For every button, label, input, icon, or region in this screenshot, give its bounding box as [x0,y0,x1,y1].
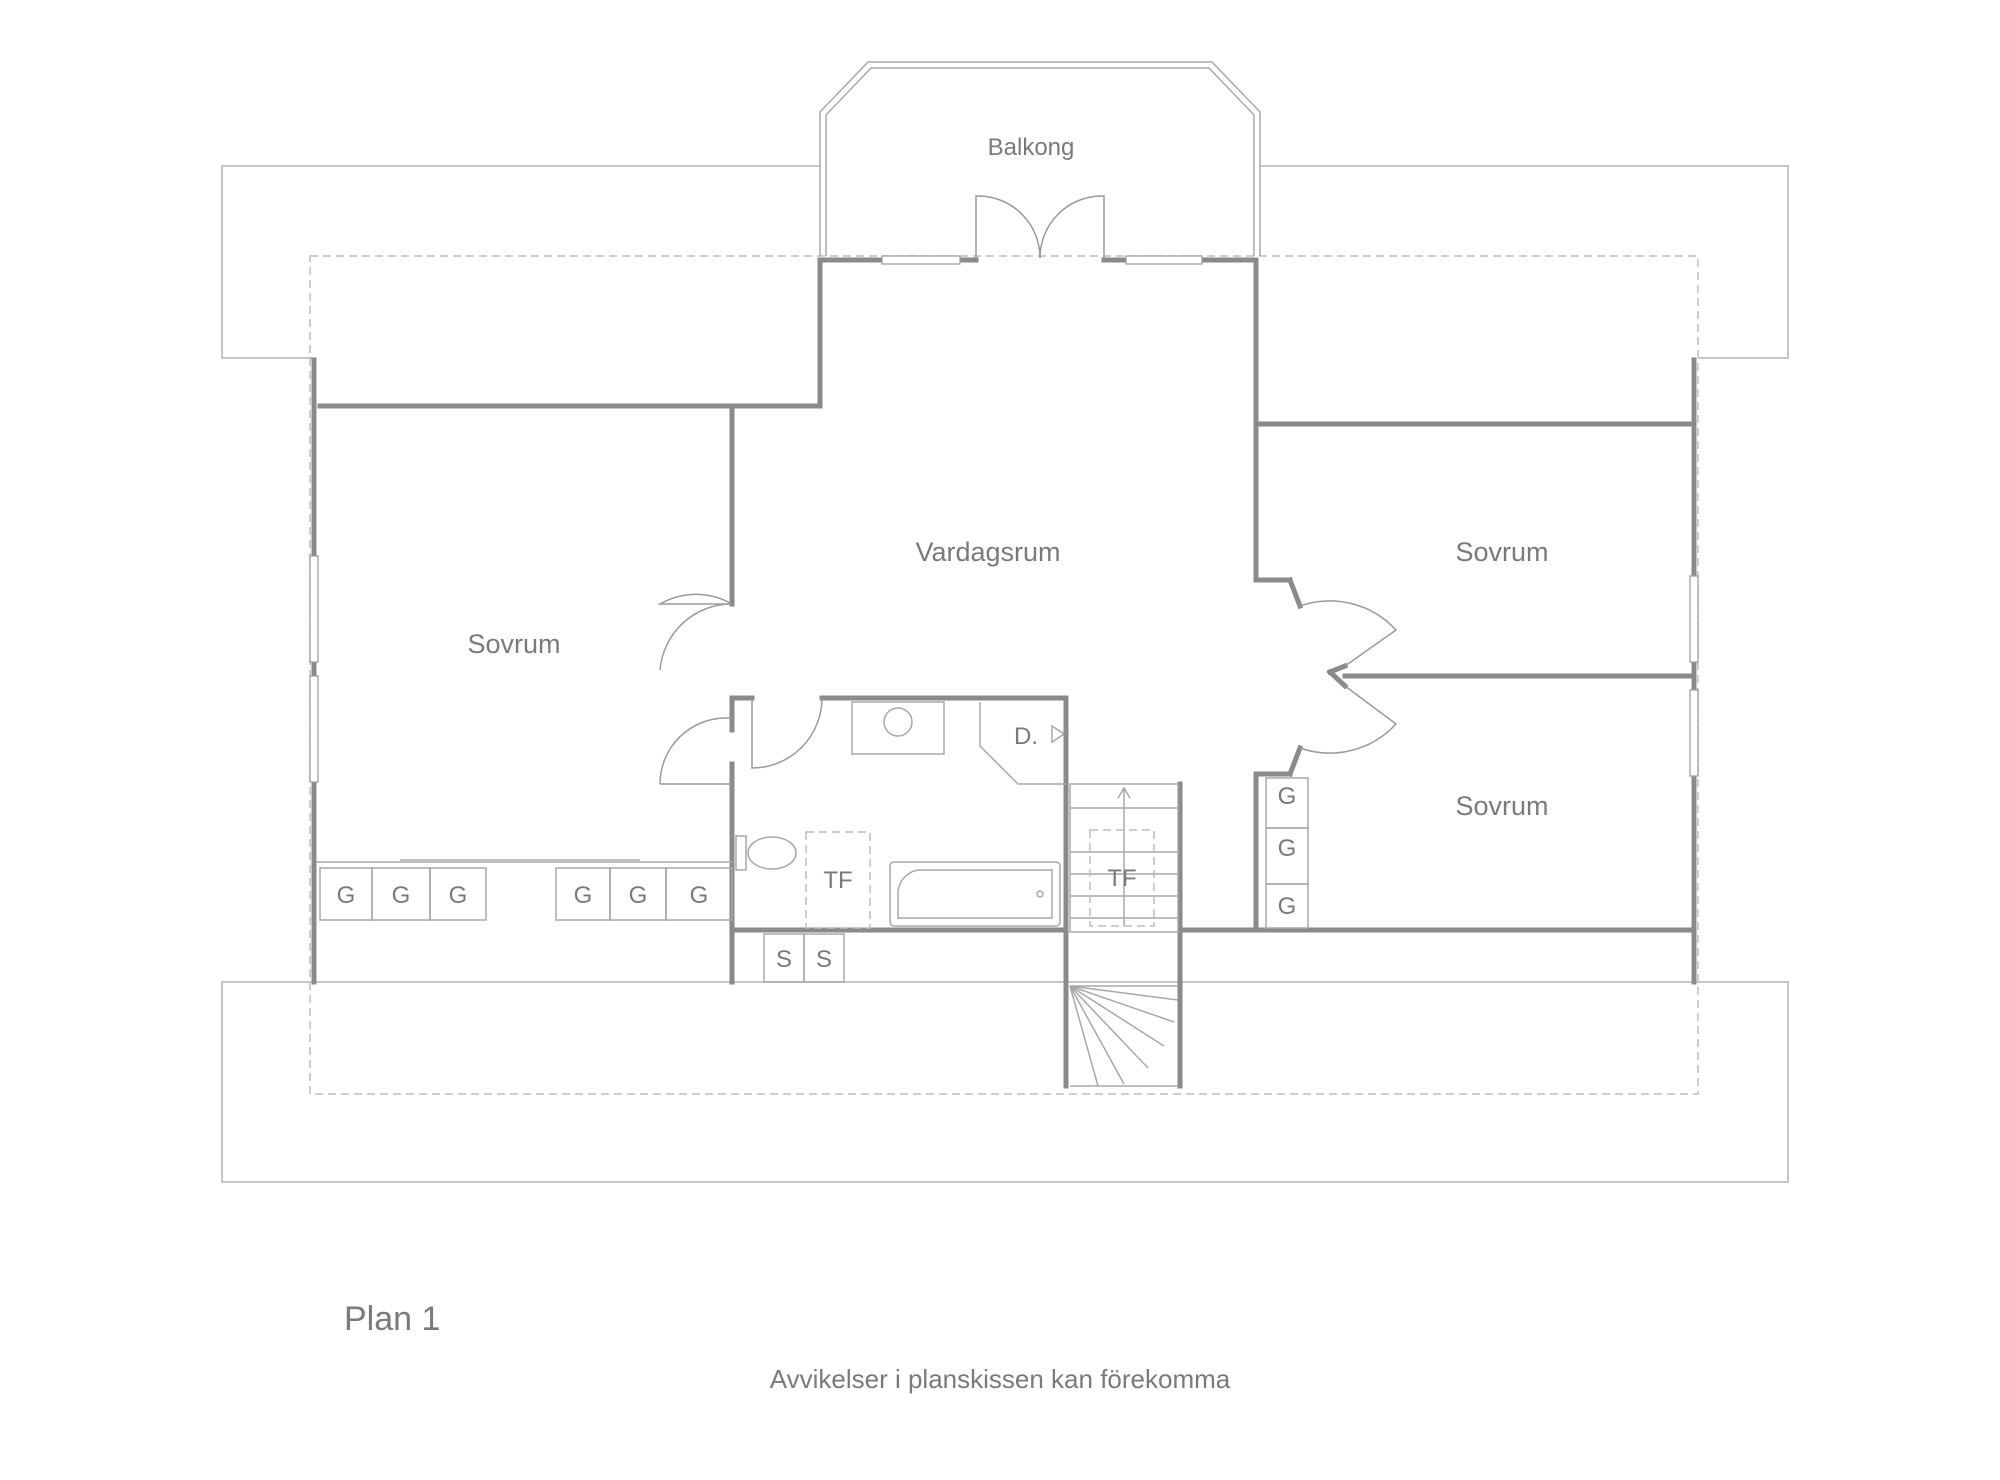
wardrobe-label: G [1278,783,1297,810]
storage-label: S [776,946,792,973]
bathtub [889,861,1061,927]
balcony-label: Balkong [988,134,1075,161]
right-top-bedroom-label: Sovrum [1455,537,1548,567]
balcony [819,61,1261,256]
wardrobe-label: G [574,882,593,909]
bath-dryer-label: TF [823,867,852,894]
bathroom-door [751,697,823,769]
right-wardrobe-column [1265,777,1309,929]
storage-label: S [816,946,832,973]
roof-outline [221,165,1789,1183]
wardrobe-label: G [392,882,411,909]
staircase [1069,783,1179,1087]
balcony-door [975,195,1105,259]
wardrobe-label: G [449,882,468,909]
left-wardrobe-row [319,867,487,921]
exterior-walls [311,257,1697,985]
wardrobe-label: G [629,882,648,909]
left-closet-door [659,717,732,785]
toilet [735,835,797,871]
left-bedroom-door [657,593,733,671]
stair-dryer-label: TF [1107,865,1136,892]
interior-walls [316,403,1697,1089]
disclaimer-note: Avvikelser i planskissen kan förekomma [769,1364,1231,1394]
wardrobe-label: G [690,882,709,909]
wardrobe-label: G [1278,893,1297,920]
wardrobe-label: G [337,882,356,909]
wardrobe-label: G [1278,835,1297,862]
dishwasher-label: D. [1014,723,1038,750]
right-bottom-bedroom-label: Sovrum [1455,791,1548,821]
right-bedroom-bottom-door [1299,685,1398,754]
bath-dryer-area [805,831,871,929]
middle-wardrobe-row [555,867,733,921]
left-bedroom-label: Sovrum [467,629,560,659]
plan-title: Plan 1 [344,1300,441,1338]
storage-row [763,933,845,983]
eaves-line [309,255,1699,1095]
bathroom-sink [851,701,945,755]
right-bedroom-top-door [1299,600,1398,667]
windows [309,255,1699,783]
dishwasher-area [979,702,1066,785]
living-room-label: Vardagsrum [915,537,1060,567]
